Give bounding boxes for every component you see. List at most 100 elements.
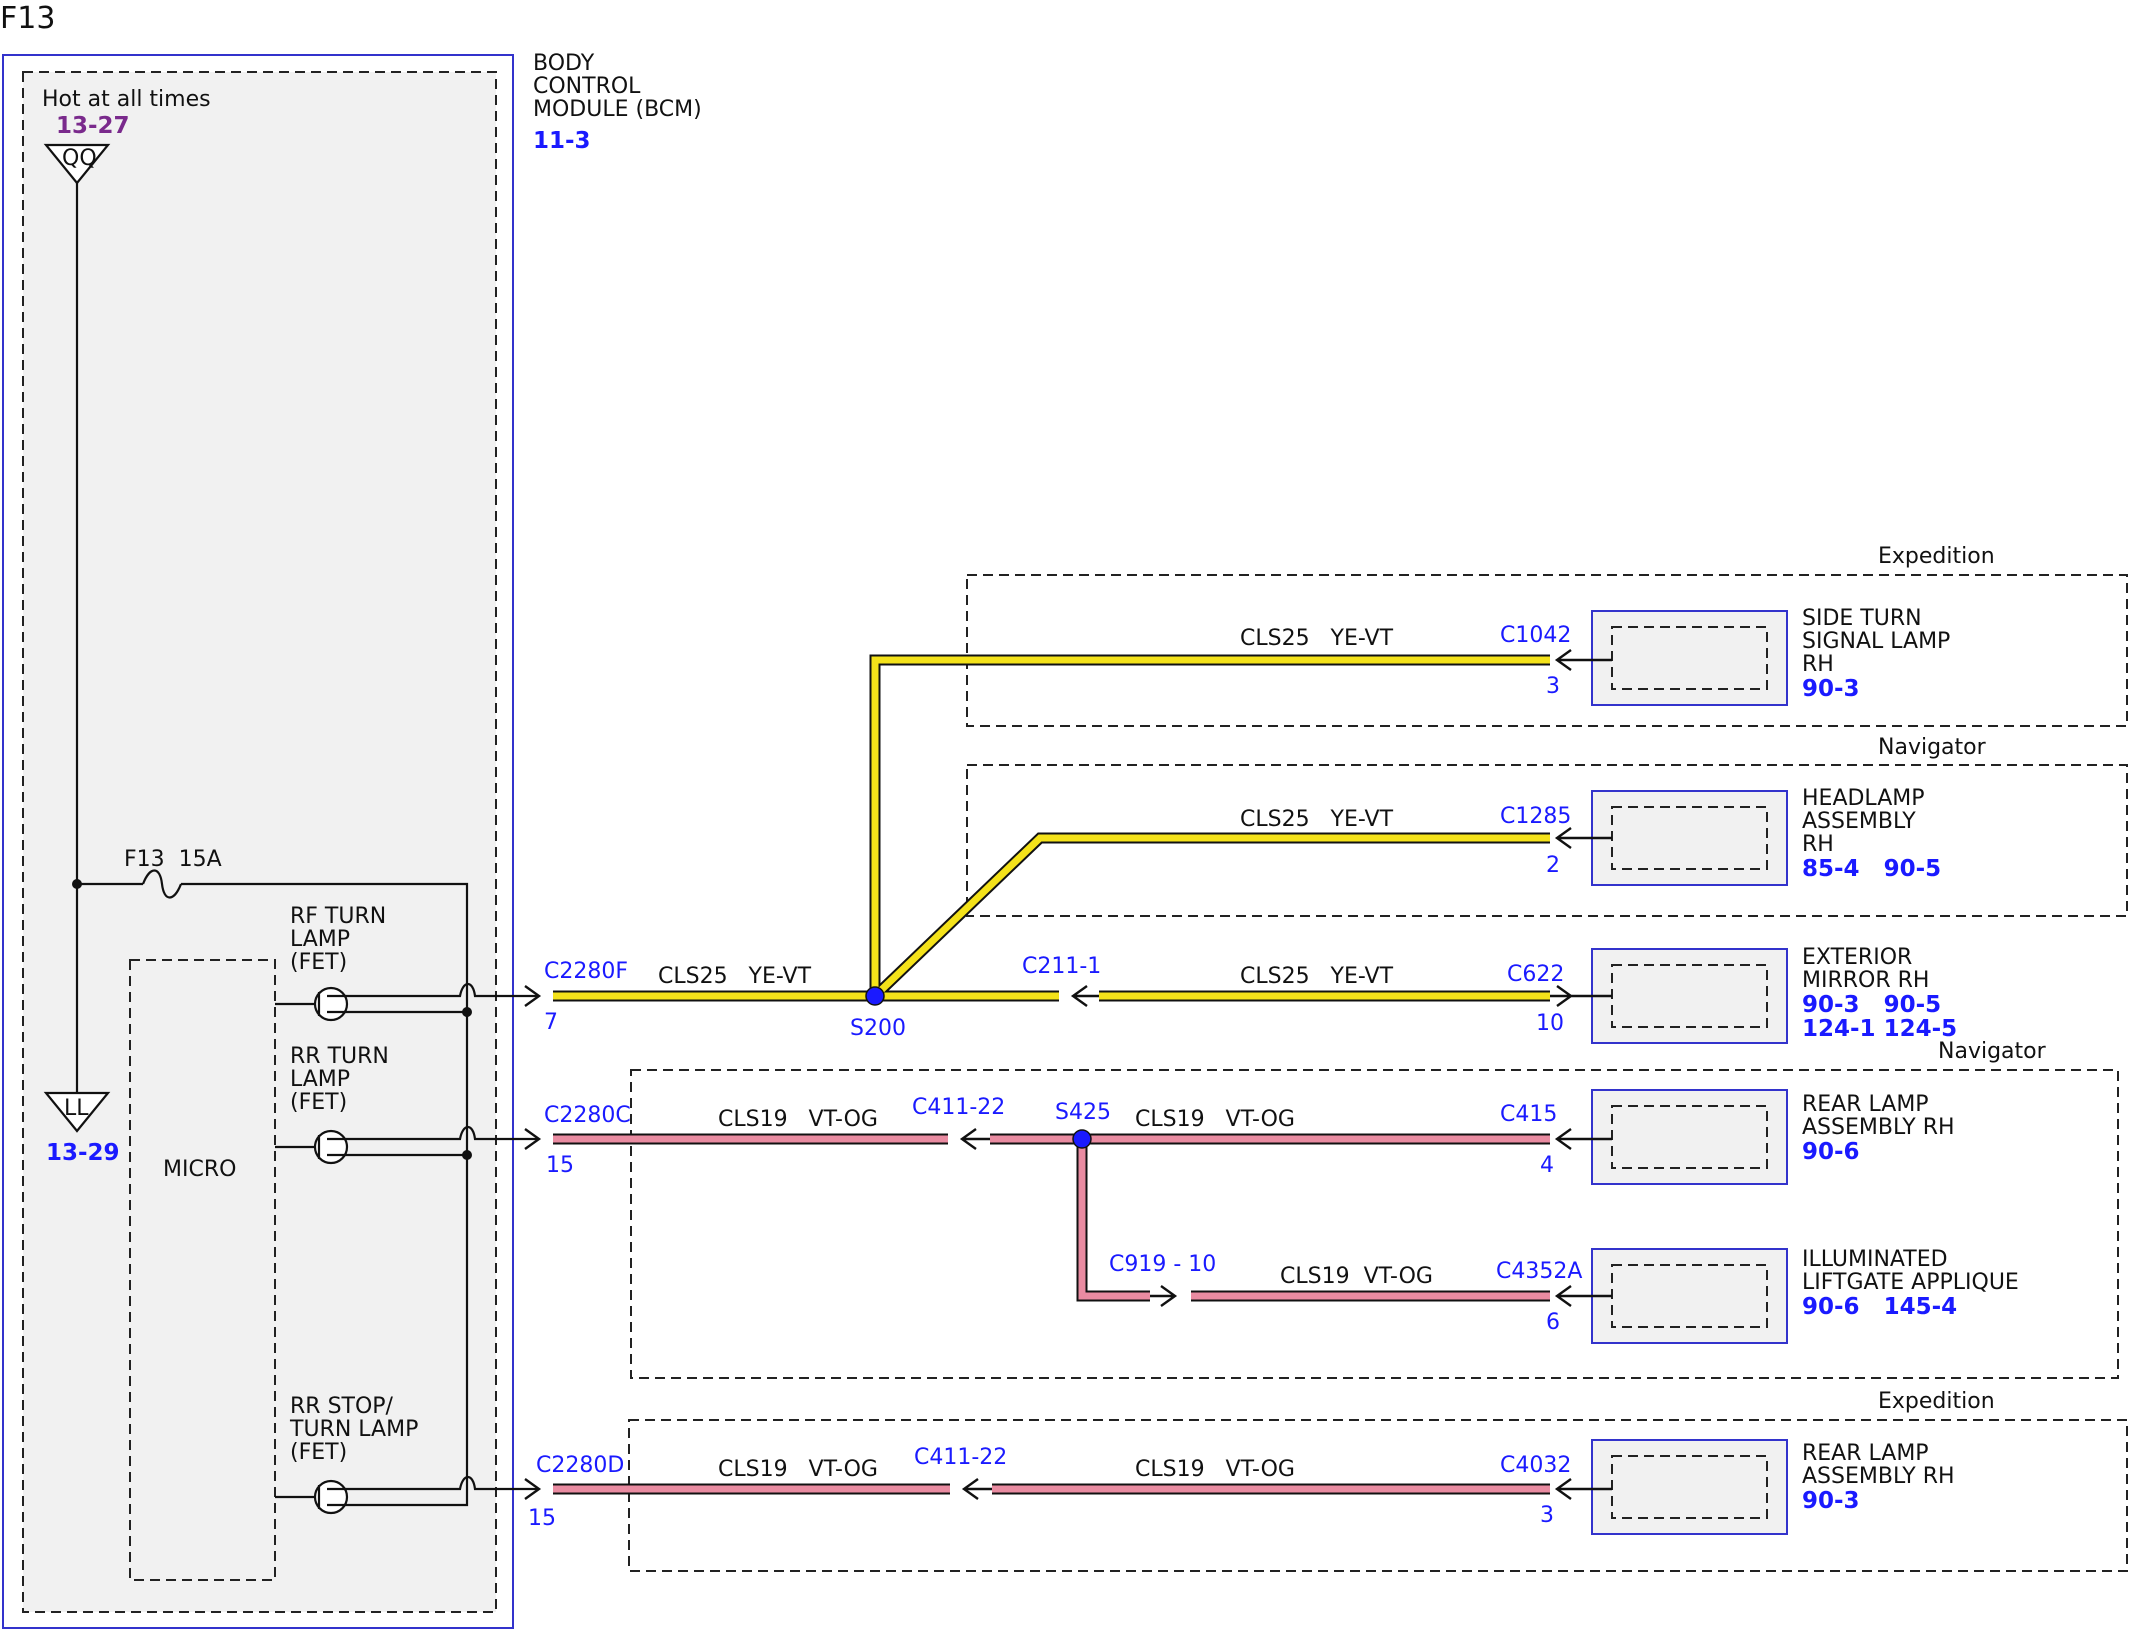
component-headlamp-label: HEADLAMP ASSEMBLY RH 85-4 90-5	[1802, 786, 1941, 882]
connector-c411-b[interactable]: C411-22	[914, 1445, 1007, 1470]
output-1-line-1: RF TURN	[290, 904, 386, 929]
wire-label-3: CLS25 YE-VT	[658, 964, 812, 989]
splice-s200-label[interactable]: S200	[850, 1016, 906, 1041]
source-symbol-label: QQ	[62, 146, 97, 171]
wire-label-9: CLS19 VT-OG	[1135, 1457, 1295, 1482]
ground-ref[interactable]: 13-29	[46, 1140, 120, 1166]
output-3-line-1: RR STOP/	[290, 1394, 394, 1419]
liftgate-line-1: ILLUMINATED	[1802, 1247, 1948, 1272]
connector-c1042[interactable]: C1042	[1500, 623, 1571, 648]
output-2-wire	[347, 1125, 538, 1141]
bcm-inner-panel	[22, 71, 497, 1613]
splice-s200[interactable]	[865, 986, 885, 1006]
side-turn-refs[interactable]: 90-3	[1802, 676, 1860, 702]
component-rear-lamp-nav-box[interactable]	[1591, 1089, 1788, 1185]
output-1-line-3: (FET)	[290, 950, 347, 975]
output-3-line-2: TURN LAMP	[289, 1417, 418, 1442]
connector-c4032-pin: 3	[1540, 1503, 1554, 1528]
component-headlamp-box[interactable]	[1591, 790, 1788, 886]
mirror-refs-1[interactable]: 90-3 90-5	[1802, 992, 1941, 1018]
hot-ref[interactable]: 13-27	[56, 113, 130, 139]
rear-lamp-nav-refs[interactable]: 90-6	[1802, 1139, 1860, 1165]
output-2-junction	[462, 1150, 472, 1160]
bcm-module: BODY CONTROL MODULE (BCM) 11-3 Hot at al…	[2, 51, 702, 1629]
output-2-line-2: LAMP	[290, 1067, 350, 1092]
side-turn-line-1: SIDE TURN	[1802, 606, 1922, 631]
rear-lamp-exp-line-1: REAR LAMP	[1802, 1441, 1929, 1466]
option-navigator-1: Navigator	[1878, 735, 1987, 760]
connector-c1285-pin: 2	[1546, 853, 1560, 878]
splice-s425-label[interactable]: S425	[1055, 1100, 1111, 1125]
fet-1-icon	[275, 986, 349, 1022]
connector-c919[interactable]: C919 - 10	[1109, 1252, 1216, 1277]
wire-label-4: CLS25 YE-VT	[1240, 964, 1394, 989]
fuse-icon	[141, 869, 183, 899]
wire-label-2: CLS25 YE-VT	[1240, 807, 1394, 832]
option-box-expedition-1	[966, 574, 2128, 727]
connector-c2280f[interactable]: C2280F	[544, 959, 628, 984]
output-2-line-3: (FET)	[290, 1090, 347, 1115]
connector-c411-a[interactable]: C411-22	[912, 1095, 1005, 1120]
mirror-refs-2[interactable]: 124-1 124-5	[1802, 1016, 1957, 1042]
component-side-turn-label: SIDE TURN SIGNAL LAMP RH 90-3	[1802, 606, 1950, 702]
rear-lamp-nav-line-2: ASSEMBLY RH	[1802, 1115, 1955, 1140]
connector-c4352a[interactable]: C4352A	[1496, 1259, 1582, 1284]
fet-2-icon	[275, 1129, 349, 1165]
micro-label: MICRO	[163, 1157, 236, 1182]
component-rear-lamp-exp-label: REAR LAMP ASSEMBLY RH 90-3	[1802, 1441, 1955, 1514]
bcm-title-line-2: CONTROL	[533, 74, 641, 99]
rear-lamp-exp-line-2: ASSEMBLY RH	[1802, 1464, 1955, 1489]
output-3-feed	[347, 1501, 469, 1507]
hot-label: Hot at all times	[42, 87, 211, 112]
headlamp-line-1: HEADLAMP	[1802, 786, 1925, 811]
connector-c2280f-pin: 7	[544, 1010, 558, 1035]
connector-c622[interactable]: C622	[1507, 962, 1564, 987]
power-source-symbol: QQ	[43, 143, 111, 185]
liftgate-refs[interactable]: 90-6 145-4	[1802, 1294, 1957, 1320]
side-turn-line-3: RH	[1802, 652, 1834, 677]
output-1-wire	[347, 982, 538, 998]
rear-lamp-exp-refs[interactable]: 90-3	[1802, 1488, 1860, 1514]
connector-c2280c[interactable]: C2280C	[544, 1103, 631, 1128]
component-rear-lamp-exp-box[interactable]	[1591, 1439, 1788, 1535]
headlamp-refs[interactable]: 85-4 90-5	[1802, 856, 1941, 882]
side-turn-line-2: SIGNAL LAMP	[1802, 629, 1950, 654]
component-liftgate-box[interactable]	[1591, 1248, 1788, 1344]
output-1-line-2: LAMP	[290, 927, 350, 952]
component-liftgate-label: ILLUMINATED LIFTGATE APPLIQUE 90-6 145-4	[1802, 1247, 2019, 1320]
ground-symbol-label: LL	[64, 1096, 89, 1121]
liftgate-line-2: LIFTGATE APPLIQUE	[1802, 1270, 2019, 1295]
headlamp-line-3: RH	[1802, 832, 1834, 857]
component-mirror-box[interactable]	[1591, 948, 1788, 1044]
bcm-title-line-1: BODY	[533, 51, 595, 76]
option-box-expedition-2	[628, 1419, 2128, 1572]
option-box-navigator-2	[630, 1069, 2119, 1379]
bcm-title-line-3: MODULE (BCM)	[533, 97, 702, 122]
bcm-ref[interactable]: 11-3	[533, 128, 591, 154]
connector-c1042-pin: 3	[1546, 674, 1560, 699]
rear-lamp-nav-line-1: REAR LAMP	[1802, 1092, 1929, 1117]
page-label: F13	[0, 1, 55, 36]
component-rear-lamp-nav-label: REAR LAMP ASSEMBLY RH 90-6	[1802, 1092, 1955, 1165]
connector-c211[interactable]: C211-1	[1022, 954, 1101, 979]
connector-c415[interactable]: C415	[1500, 1102, 1557, 1127]
output-2-line-1: RR TURN	[290, 1044, 389, 1069]
connector-c1285[interactable]: C1285	[1500, 804, 1571, 829]
micro-box	[129, 959, 276, 1581]
pink-wires	[553, 1133, 1550, 1495]
option-navigator-2: Navigator	[1938, 1039, 2047, 1064]
output-3-line-3: (FET)	[290, 1440, 347, 1465]
connector-c4032[interactable]: C4032	[1500, 1453, 1571, 1478]
wire-label-6: CLS19 VT-OG	[1135, 1107, 1295, 1132]
inline-connector-arrows	[959, 985, 1178, 1500]
wire-label-5: CLS19 VT-OG	[718, 1107, 878, 1132]
fet-3-icon	[275, 1479, 349, 1515]
option-box-navigator-1	[966, 764, 2128, 917]
wire-label-8: CLS19 VT-OG	[718, 1457, 878, 1482]
connector-c2280c-pin: 15	[546, 1153, 574, 1178]
splice-s425[interactable]	[1072, 1129, 1092, 1149]
connector-c2280d[interactable]: C2280D	[536, 1453, 624, 1478]
fuse-label: F13 15A	[124, 847, 222, 872]
component-side-turn-box[interactable]	[1591, 610, 1788, 706]
